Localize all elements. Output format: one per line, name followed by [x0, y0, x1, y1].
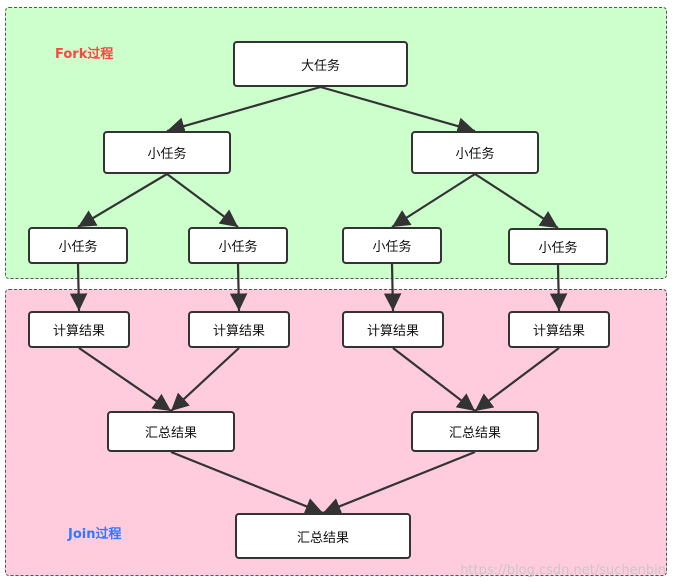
edge-root-to-sub_right	[320, 85, 476, 135]
node-root: 大任务	[233, 41, 408, 87]
node-calc-1: 计算结果	[28, 311, 130, 348]
edge-calc2-to-merge_left	[170, 347, 240, 412]
node-leaf-4: 小任务	[508, 228, 608, 265]
node-leaf-2: 小任务	[188, 227, 288, 264]
edge-root-to-sub_left	[166, 85, 321, 135]
watermark: https://blog.csdn.net/suchenbin	[460, 563, 666, 578]
edge-sub_right-to-leaf3	[391, 173, 476, 228]
fork-label: Fork过程	[55, 47, 114, 62]
edge-leaf1-to-calc1	[69, 263, 88, 312]
node-calc-3: 计算结果	[342, 311, 444, 348]
edge-calc4-to-merge_right	[474, 347, 560, 412]
node-sub-right: 小任务	[411, 131, 539, 174]
node-calc-2: 计算结果	[188, 311, 290, 348]
node-leaf-3: 小任务	[342, 227, 442, 264]
edge-leaf2-to-calc2	[229, 263, 248, 312]
edge-sub_left-to-leaf2	[166, 173, 239, 228]
edge-calc3-to-merge_right	[392, 347, 476, 412]
node-merge-left: 汇总结果	[107, 411, 235, 452]
edge-merge_right-to-final	[322, 450, 476, 515]
edge-sub_right-to-leaf4	[474, 173, 559, 229]
edge-calc1-to-merge_left	[78, 347, 172, 412]
node-calc-4: 计算结果	[508, 311, 610, 348]
node-final: 汇总结果	[235, 513, 411, 559]
edge-sub_left-to-leaf1	[77, 173, 168, 228]
join-label: Join过程	[68, 527, 122, 542]
edge-leaf3-to-calc3	[383, 263, 402, 312]
node-leaf-1: 小任务	[28, 227, 128, 264]
edge-merge_left-to-final	[170, 450, 324, 515]
node-sub-left: 小任务	[103, 131, 231, 174]
edge-leaf4-to-calc4	[549, 264, 568, 312]
node-merge-right: 汇总结果	[411, 411, 539, 452]
